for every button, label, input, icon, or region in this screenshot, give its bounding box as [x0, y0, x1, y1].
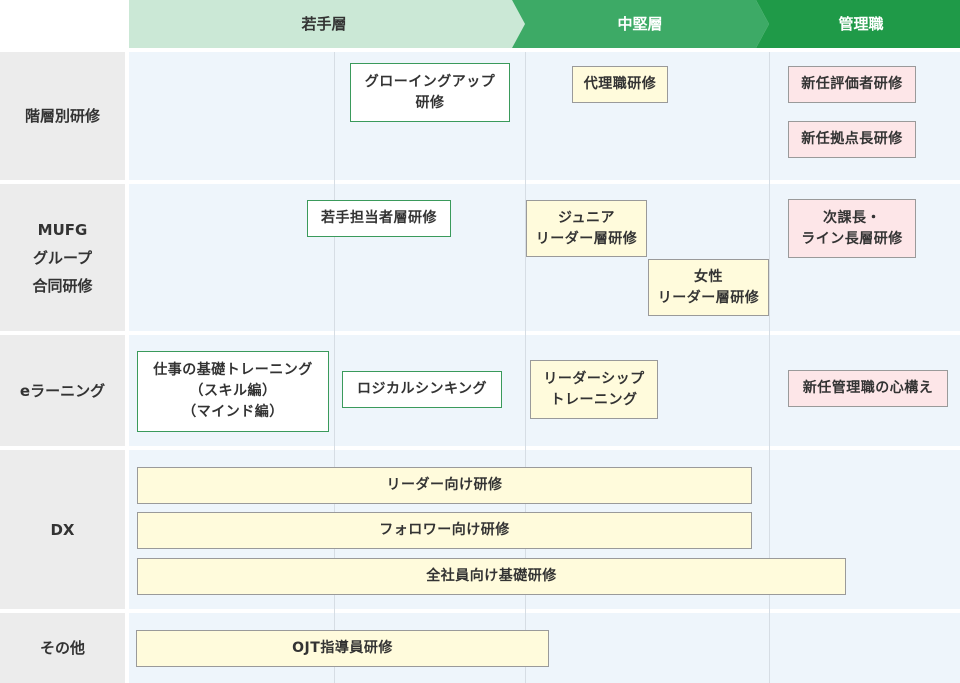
program-young-staff[interactable]: 若手担当者層研修 [307, 200, 451, 237]
grid-line-1 [334, 52, 335, 683]
stage-3-chevron [756, 0, 960, 48]
program-junior-leader[interactable]: ジュニア リーダー層研修 [526, 200, 647, 257]
program-female-leader[interactable]: 女性 リーダー層研修 [648, 259, 769, 316]
stage-2-chevron [512, 0, 769, 48]
program-section-chief[interactable]: 次課長・ ライン長層研修 [788, 199, 916, 258]
stage-header [129, 0, 960, 48]
program-logical-thinking[interactable]: ロジカルシンキング [342, 371, 502, 408]
row-label-other: その他 [0, 613, 125, 683]
program-deputy[interactable]: 代理職研修 [572, 66, 668, 103]
program-new-evaluator[interactable]: 新任評価者研修 [788, 66, 916, 103]
program-dx-follower[interactable]: フォロワー向け研修 [137, 512, 752, 549]
program-ojt[interactable]: OJT指導員研修 [136, 630, 549, 667]
program-growing-up[interactable]: グローイングアップ 研修 [350, 63, 510, 122]
grid-line-2 [525, 52, 526, 683]
program-dx-all[interactable]: 全社員向け基礎研修 [137, 558, 846, 595]
row-label-mufg: MUFG グループ 合同研修 [0, 184, 125, 331]
stage-label-manager: 管理職 [838, 15, 884, 33]
row-label-hierarchy: 階層別研修 [0, 52, 125, 180]
stage-label-young: 若手層 [301, 15, 347, 33]
grid-line-3 [769, 52, 770, 683]
row-label-dx: DX [0, 450, 125, 609]
program-dx-leader[interactable]: リーダー向け研修 [137, 467, 752, 504]
program-new-manager-mindset[interactable]: 新任管理職の心構え [788, 370, 948, 407]
program-leadership[interactable]: リーダーシップ トレーニング [530, 360, 658, 419]
program-new-branch-head[interactable]: 新任拠点長研修 [788, 121, 916, 158]
stage-1-chevron [129, 0, 525, 48]
row-label-elearning: eラーニング [0, 335, 125, 446]
stage-label-mid: 中堅層 [617, 15, 663, 33]
program-work-basics[interactable]: 仕事の基礎トレーニング （スキル編） （マインド編） [137, 351, 329, 432]
